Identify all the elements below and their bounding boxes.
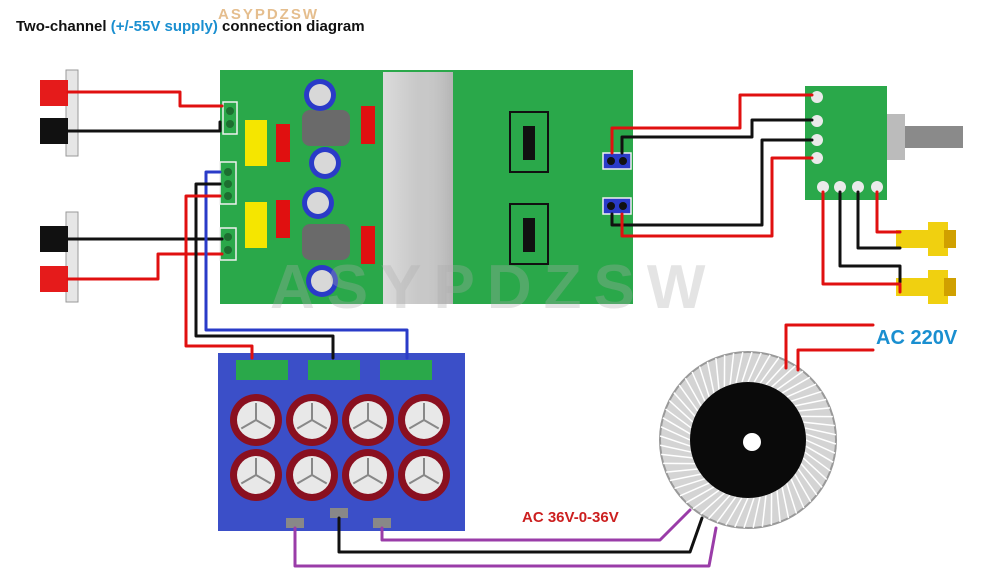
speaker-terminal-bottom <box>40 211 79 303</box>
watermark-large: ASYPDZSW <box>270 253 718 322</box>
amplifier-board <box>219 70 633 304</box>
filter-capacitor <box>286 449 338 501</box>
volume-potentiometer <box>805 86 963 200</box>
input-connector-1 <box>602 152 632 170</box>
rca-input-bottom <box>896 270 956 304</box>
toroidal-transformer <box>659 351 837 529</box>
filter-capacitor <box>230 394 282 446</box>
filter-capacitor <box>342 449 394 501</box>
wiring <box>66 90 902 568</box>
filter-capacitor <box>398 394 450 446</box>
title-accent: (+/-55V supply) <box>110 18 218 35</box>
secondary-voltage-label: AC 36V-0-36V <box>522 509 619 526</box>
filter-capacitor <box>342 394 394 446</box>
mains-voltage-label: AC 220V <box>876 327 958 349</box>
watermark-top: ASYPDZSW <box>218 6 320 23</box>
rca-input-top <box>896 222 956 256</box>
title-prefix: Two-channel <box>16 18 107 35</box>
filter-capacitor <box>286 394 338 446</box>
speaker-connector-1 <box>222 101 238 135</box>
diagram-title: Two-channel (+/-55V supply) connection d… <box>16 18 365 35</box>
speaker-terminal-top <box>40 69 79 157</box>
input-connector-2 <box>602 197 632 215</box>
filter-capacitor <box>398 449 450 501</box>
speaker-connector-2 <box>219 227 237 261</box>
filter-capacitor <box>230 449 282 501</box>
power-supply-board <box>218 353 465 531</box>
title-suffix: connection diagram <box>222 18 365 35</box>
